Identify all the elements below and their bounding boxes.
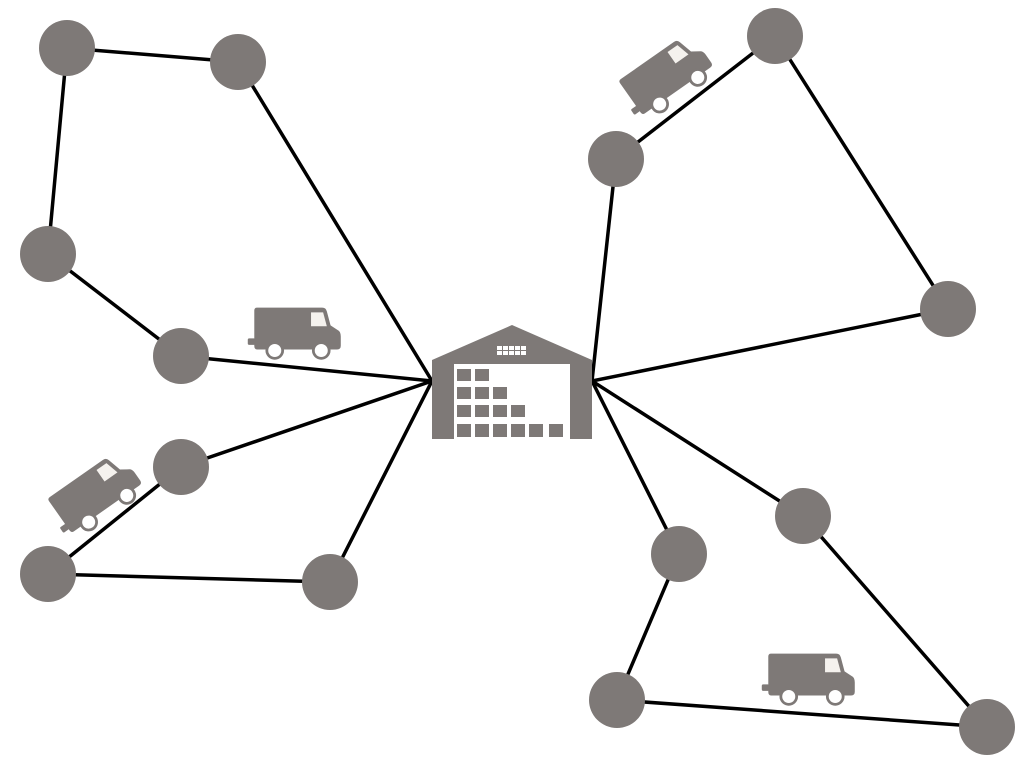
customer-nodes xyxy=(20,8,1015,755)
route-edge xyxy=(590,379,681,556)
warehouse-icon xyxy=(432,325,592,439)
delivery-van-icon xyxy=(247,307,341,360)
customer-node xyxy=(920,281,976,337)
route-edge xyxy=(236,60,434,383)
customer-node xyxy=(651,526,707,582)
route-edge xyxy=(590,307,950,383)
route-edge xyxy=(590,379,805,518)
customer-node xyxy=(39,20,95,76)
customer-node xyxy=(959,699,1015,755)
customer-node xyxy=(153,439,209,495)
delivery-van-icon xyxy=(761,653,855,706)
route-edge xyxy=(179,354,434,383)
customer-node xyxy=(20,226,76,282)
route-edge xyxy=(46,46,69,256)
route-edge xyxy=(614,34,777,161)
customer-node xyxy=(588,131,644,187)
delivery-van-icon xyxy=(613,31,720,128)
customer-node xyxy=(210,34,266,90)
warehouse-crates xyxy=(457,369,563,437)
route-edge xyxy=(46,572,332,584)
warehouse-vent xyxy=(497,346,526,355)
route-edge xyxy=(65,46,240,64)
route-edge xyxy=(801,514,989,729)
customer-node xyxy=(589,672,645,728)
customer-node xyxy=(20,546,76,602)
route-edge xyxy=(328,379,434,584)
route-edges xyxy=(46,34,989,729)
customer-node xyxy=(302,554,358,610)
customer-node xyxy=(153,328,209,384)
customer-node xyxy=(747,8,803,64)
route-edge xyxy=(590,157,618,383)
route-edge xyxy=(773,34,950,311)
route-edge xyxy=(46,465,183,576)
delivery-van-icon xyxy=(42,449,149,546)
route-edge xyxy=(179,379,434,469)
customer-node xyxy=(775,488,831,544)
route-edge xyxy=(615,698,989,729)
